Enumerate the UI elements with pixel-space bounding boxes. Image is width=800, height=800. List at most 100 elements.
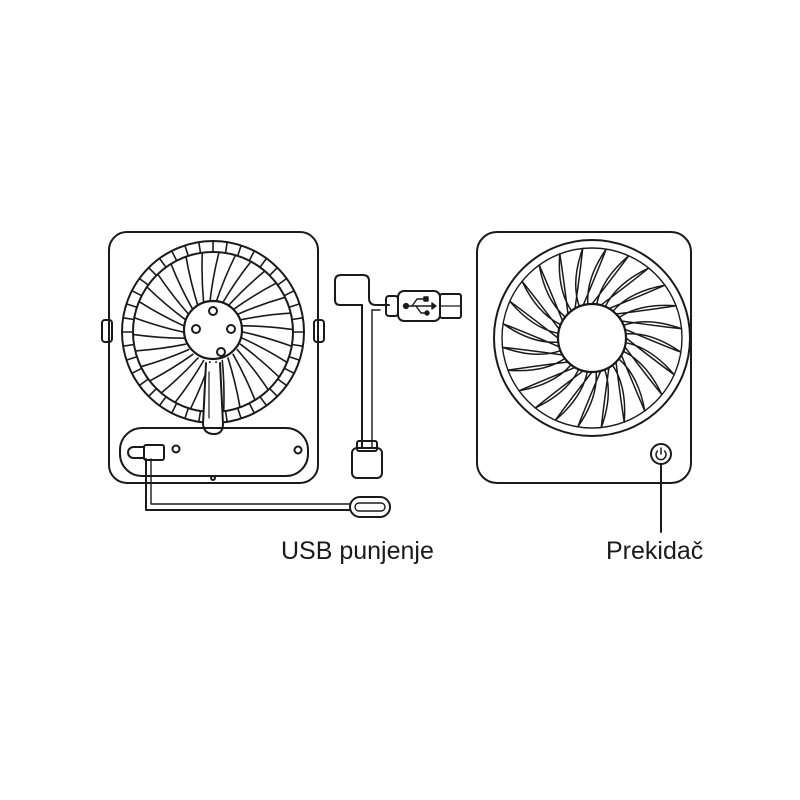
grille-rim-tick	[248, 250, 256, 262]
fan-blade	[582, 248, 607, 306]
grille-bar	[133, 316, 184, 333]
grille-bar	[201, 251, 205, 305]
grille-rim-tick	[276, 378, 288, 387]
usb-c-connector-tip	[354, 502, 386, 512]
power-switch-label: Prekidač	[606, 537, 704, 565]
grille-rim-tick	[131, 367, 143, 375]
grille-bar	[221, 359, 225, 413]
grille-rim-tick	[268, 387, 279, 398]
hub-screw-top	[208, 306, 218, 316]
fan-blade	[615, 304, 677, 319]
grille-rim-tick	[259, 257, 268, 269]
fan-blade	[611, 361, 626, 423]
grille-rim-tick	[138, 277, 150, 286]
grille-rim-tick	[170, 402, 178, 414]
right-side-knob	[313, 319, 325, 343]
fan-blade	[558, 253, 573, 315]
grille-bar	[227, 357, 241, 409]
fan-blade	[538, 264, 566, 322]
grille-rim-tick	[283, 367, 295, 375]
back-hub	[182, 299, 244, 361]
grille-bar	[236, 348, 270, 391]
fan-blade	[608, 284, 666, 312]
grille-rim-tick	[138, 378, 150, 387]
fan-blade	[600, 366, 610, 429]
grille-bar	[140, 348, 190, 368]
grille-bar	[215, 254, 237, 303]
base-screw-left	[171, 444, 181, 454]
grille-rim-tick	[291, 316, 304, 321]
grille-bar	[160, 357, 199, 394]
grille-rim-tick	[198, 241, 202, 254]
grille-rim-tick	[224, 241, 228, 254]
fan-blade	[502, 323, 560, 348]
grille-rim-tick	[147, 387, 158, 398]
grille-rim-tick	[236, 244, 242, 257]
grille-bar	[232, 282, 278, 311]
grille-rim-tick	[122, 316, 135, 321]
fan-front-body	[476, 231, 692, 484]
grille-bar	[236, 296, 286, 316]
grille-rim-tick	[291, 343, 304, 348]
grille-bar	[241, 325, 294, 331]
grille-bar	[148, 353, 194, 382]
grille-rim-tick	[276, 277, 288, 286]
grille-rim-tick	[248, 402, 256, 414]
grille-rim-tick	[170, 250, 178, 262]
fan-blade	[509, 300, 560, 339]
grille-rim-tick	[198, 410, 202, 423]
left-side-knob	[101, 319, 113, 343]
grille-rim-tick	[236, 407, 242, 420]
fan-blade	[600, 267, 650, 308]
grille-bar	[156, 273, 190, 316]
hub-screw-left	[191, 324, 201, 334]
fan-blade	[521, 280, 562, 330]
grille-rim-tick	[184, 244, 190, 257]
hub-screw-bottom	[216, 347, 226, 357]
front-hub	[556, 302, 628, 374]
grille-rim-tick	[259, 395, 268, 407]
grille-bar	[138, 300, 185, 327]
usb-c-connector	[349, 496, 391, 518]
grille-bar	[209, 251, 220, 303]
usb-c-vertical-relief	[356, 440, 378, 452]
grille-bar	[146, 286, 187, 321]
grille-rim-tick	[147, 266, 158, 277]
cable-base-segment-inner	[150, 458, 351, 505]
fan-blade	[518, 364, 576, 392]
fan-blade	[624, 337, 675, 376]
grille-bar	[232, 353, 256, 401]
grille-bar	[170, 263, 194, 311]
fan-blade	[618, 354, 646, 412]
grille-rim-tick	[288, 355, 301, 361]
usb-charging-label: USB punjenje	[281, 537, 434, 565]
base-screw-right	[293, 445, 303, 455]
usb-icon	[402, 296, 437, 316]
fan-blade	[507, 357, 569, 372]
grille-bar	[221, 260, 252, 305]
power-icon	[655, 447, 667, 461]
grille-bar	[239, 343, 280, 378]
grille-bar	[227, 270, 266, 307]
grille-rim-tick	[131, 289, 143, 297]
grille-bar	[185, 255, 199, 307]
grille-rim-tick	[283, 289, 295, 297]
fan-blade	[501, 346, 564, 356]
usb-c-vertical-connector	[351, 447, 383, 479]
grille-rim-tick	[125, 355, 138, 361]
front-fan-blades	[501, 247, 683, 429]
cable-loop	[334, 274, 390, 306]
fan-blade	[534, 368, 584, 409]
grille-bar	[132, 333, 185, 339]
fan-back-view	[101, 231, 325, 484]
grille-rim-tick	[268, 266, 279, 277]
fan-blade	[591, 255, 630, 306]
usb-c-plug-head	[143, 444, 165, 461]
front-grille-outer	[493, 239, 691, 437]
fan-blade	[574, 247, 584, 310]
grille-rim-tick	[125, 303, 138, 309]
grille-bar	[241, 337, 288, 364]
grille-bar	[174, 359, 205, 404]
fan-blade	[577, 370, 602, 428]
